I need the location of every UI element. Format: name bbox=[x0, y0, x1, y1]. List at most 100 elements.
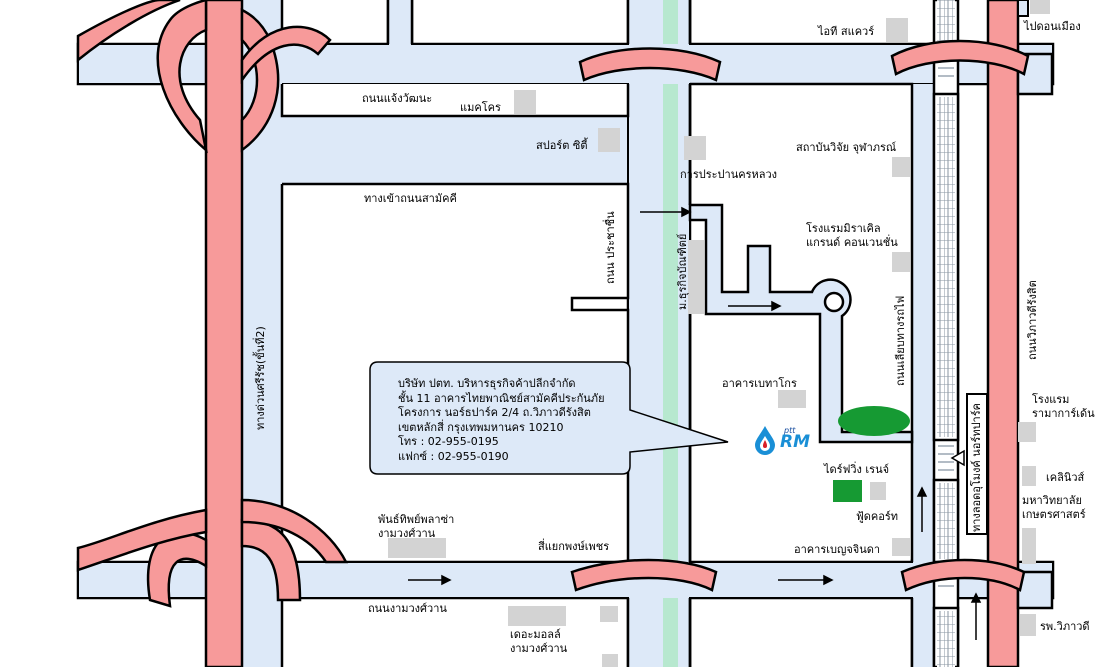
building-clinic bbox=[1022, 466, 1036, 486]
label-chaeng-watthana-rd: ถนนแจ้งวัฒนะ bbox=[362, 92, 433, 105]
roundabout-island bbox=[823, 291, 845, 313]
bridges bbox=[570, 39, 1030, 592]
company-project: โครงการ นอร์ธปาร์ค 2/4 ถ.วิภาวดีรังสิต bbox=[398, 406, 591, 419]
label-chulabhorn: สถาบันวิจัย จุฬาภรณ์ bbox=[796, 141, 897, 154]
block-bottom bbox=[280, 598, 914, 667]
rail-tie-pattern-low bbox=[937, 483, 955, 559]
bridge-top-prachachuen bbox=[578, 47, 722, 82]
ptt-rm-logo: ptt RM bbox=[752, 424, 812, 456]
access-road-path bbox=[688, 203, 914, 444]
canal bbox=[663, 0, 678, 667]
tollway-deck bbox=[204, 0, 244, 667]
label-makro: แมคโคร bbox=[460, 101, 501, 114]
building-the-mall bbox=[508, 606, 566, 626]
label-the-mall-1: เดอะมอลล์ bbox=[510, 628, 561, 641]
label-the-mall-2: งามวงศ์วาน bbox=[510, 642, 568, 655]
ptt-drop-icon bbox=[755, 426, 775, 455]
label-pantip-2: งามวงศ์วาน bbox=[378, 527, 436, 540]
company-phone: โทร : 02-955-0195 bbox=[398, 435, 499, 448]
company-name: บริษัท ปตท. บริหารธุรกิจค้าปลีกจำกัด bbox=[398, 377, 576, 390]
label-tollway: ทางด่วนศรีรัช(ขั้นที่2) bbox=[254, 326, 267, 430]
label-it-square: ไอที สแควร์ bbox=[818, 25, 875, 38]
label-foodcourt: ฟู้ดคอร์ท bbox=[856, 510, 899, 523]
vibhavadi-expressway bbox=[986, 0, 1054, 667]
label-vibhavadi-hospital: รพ.วิภาวดี bbox=[1040, 620, 1090, 633]
label-rail-road: ถนนเลียบทางรถไฟ bbox=[894, 295, 907, 386]
rail-tie-pattern-mid bbox=[937, 97, 955, 437]
label-kasetsart-1: มหาวิทยาลัย bbox=[1022, 494, 1082, 507]
vibhavadi-deck bbox=[986, 0, 1020, 667]
building-the-mall-2 bbox=[600, 606, 618, 622]
label-miracle-1: โรงแรมมิราเคิล bbox=[806, 222, 881, 235]
northpark-station-box bbox=[966, 393, 988, 535]
bridge-bot-prachachuen bbox=[570, 558, 718, 592]
road-fill-soi2 bbox=[389, 0, 411, 45]
building-benchachinda bbox=[892, 538, 910, 556]
tollway-ramp-sw bbox=[76, 508, 208, 572]
label-ngamwongwan-rd: ถนนงามวงศ์วาน bbox=[368, 602, 447, 615]
label-rama-garden-1: โรงแรม bbox=[1032, 393, 1070, 406]
tollway-ramp-ne bbox=[240, 25, 332, 84]
tollway-ramp-nw bbox=[76, 0, 181, 63]
label-sport-city: สปอร์ต ซิตี้ bbox=[536, 139, 588, 152]
building-kasetsart bbox=[1022, 528, 1036, 564]
company-floor: ชั้น 11 อาคารไทยพาณิชย์สามัคคีประกันภัย bbox=[398, 391, 605, 405]
building-chulabhorn bbox=[892, 157, 910, 177]
building-rama-garden bbox=[1018, 422, 1036, 442]
label-drive-thru: ไดร์ฟวิ่ง เรนจ์ bbox=[824, 463, 890, 476]
building-pantip bbox=[388, 538, 446, 558]
label-miracle-2: แกรนด์ คอนเวนชั่น bbox=[806, 236, 898, 249]
label-si-yaek-phongphet: สี่แยกพงษ์เพชร bbox=[538, 540, 610, 553]
label-benchachinda: อาคารเบญจจินดา bbox=[794, 543, 881, 556]
building-pai-don-mueang bbox=[1030, 0, 1050, 14]
tollway bbox=[76, 0, 349, 667]
road-fill-v1 bbox=[629, 0, 689, 667]
driving-range-green bbox=[833, 480, 862, 502]
rail-tie-pattern-top bbox=[937, 0, 955, 42]
building-miracle bbox=[892, 252, 910, 272]
company-fax: แฟกซ์ : 02-955-0190 bbox=[398, 449, 509, 463]
block-top-left bbox=[280, 0, 692, 44]
building-the-mall-3 bbox=[602, 654, 618, 667]
label-rama-garden-2: รามาการ์เด้น bbox=[1032, 407, 1095, 420]
label-pai-don-mueang: ไปดอนเมือง bbox=[1024, 20, 1081, 33]
tollway-ramp-se bbox=[240, 498, 349, 564]
building-surakit bbox=[688, 240, 704, 314]
label-prachachuen-rd: ถนน ประชาชื่น bbox=[604, 211, 617, 284]
label-vibhavadi-rd: ถนนวิภาวดีรังสิต bbox=[1026, 280, 1039, 360]
direction-arrows bbox=[408, 206, 982, 640]
label-mea: การประปานครหลวง bbox=[680, 168, 778, 181]
park-green bbox=[838, 406, 910, 436]
callout-bubble bbox=[369, 361, 729, 475]
tollway-loop-nw bbox=[156, 0, 208, 154]
label-pantip-1: พันธ์ทิพย์พลาซ่า bbox=[378, 513, 455, 526]
block-mid-left bbox=[280, 84, 630, 118]
label-soi-surakit: ม.ธุรกิจบัณฑิตย์ bbox=[676, 233, 689, 310]
label-station: ทางลอดอุโมงค์ นอร์ทปาร์ค bbox=[970, 403, 983, 532]
building-it-square bbox=[886, 18, 908, 42]
logo-ptt-text: ptt bbox=[784, 426, 796, 435]
building-makro bbox=[514, 90, 536, 114]
road-fill-v2 bbox=[913, 84, 933, 667]
label-kasetsart-2: เกษตรศาสตร์ bbox=[1022, 508, 1086, 521]
label-samakkhi-entrance: ทางเข้าถนนสามัคคี bbox=[364, 192, 457, 205]
logo-rm-text: RM bbox=[780, 432, 811, 452]
bridge-top-right bbox=[890, 39, 1030, 76]
access-road bbox=[688, 203, 914, 444]
label-clinic: เคลิ​นิวส์ bbox=[1046, 471, 1085, 484]
vibhavadi-top-stub bbox=[1017, 0, 1029, 17]
company-district: เขตหลักสี่ กรุงเทพมหานคร 10210 bbox=[398, 420, 564, 434]
building-sport-city bbox=[598, 128, 620, 152]
building-drive-thru bbox=[870, 482, 886, 500]
road-fill-soi bbox=[281, 117, 627, 183]
building-hospital bbox=[1020, 614, 1036, 636]
bridge-bot-right bbox=[900, 558, 1026, 592]
building-mea bbox=[684, 136, 706, 160]
company-address: บริษัท ปตท. บริหารธุรกิจค้าปลีกจำกัด ชั้… bbox=[398, 377, 605, 464]
label-betagro: อาคารเบทาโกร bbox=[722, 377, 797, 390]
rail-tie-pattern-bot bbox=[937, 611, 955, 667]
station-marker bbox=[950, 449, 965, 467]
building-betagro bbox=[778, 390, 806, 408]
